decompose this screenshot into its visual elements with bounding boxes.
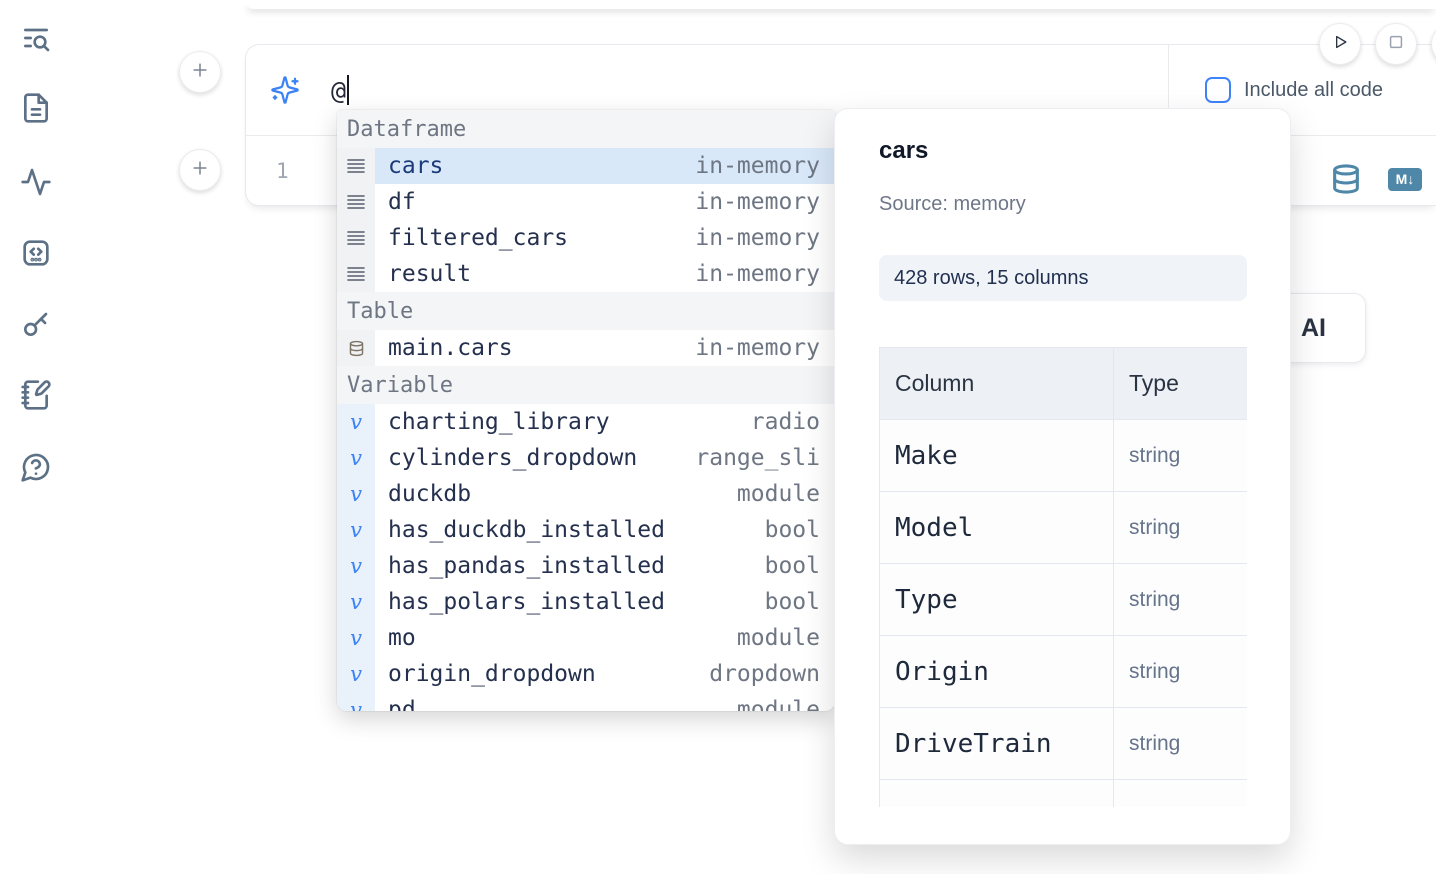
datasource-preview-popup: cars Source: memory 428 rows, 15 columns… xyxy=(834,108,1291,845)
list-search-icon[interactable] xyxy=(20,22,52,54)
plus-icon xyxy=(190,60,210,85)
variable-icon: v xyxy=(350,589,362,614)
schema-table: Column Type Make string Model string Typ… xyxy=(879,347,1247,807)
ai-prompt-input[interactable]: @ xyxy=(331,75,350,105)
type-header: Type xyxy=(1113,347,1247,420)
key-icon[interactable] xyxy=(20,308,52,340)
activity-icon[interactable] xyxy=(20,166,52,198)
variable-icon: v xyxy=(350,445,362,470)
section-header-table: Table xyxy=(337,292,835,330)
variable-icon: v xyxy=(350,553,362,578)
section-header-variable: Variable xyxy=(337,366,835,404)
table-row: Make string xyxy=(879,419,1247,492)
notebook-pen-icon[interactable] xyxy=(20,379,52,411)
variable-icon: v xyxy=(350,697,362,711)
cell-actions: M↓ xyxy=(1330,163,1422,195)
dataframe-icon xyxy=(347,230,365,246)
popup-summary-badge: 428 rows, 15 columns xyxy=(879,255,1247,301)
include-all-code-checkbox[interactable] xyxy=(1205,77,1231,103)
file-text-icon[interactable] xyxy=(20,92,52,124)
add-cell-above-button[interactable] xyxy=(179,51,221,93)
code-editor-row[interactable]: 1 M↓ xyxy=(246,137,1436,205)
run-cell-button[interactable] xyxy=(1319,23,1361,65)
stop-button[interactable] xyxy=(1375,23,1417,65)
stop-square-icon xyxy=(1386,32,1406,57)
table-row: DriveTrain string xyxy=(879,707,1247,780)
add-cell-below-button[interactable] xyxy=(179,149,221,191)
column-header: Column xyxy=(879,347,1114,420)
convert-to-markdown-icon[interactable]: M↓ xyxy=(1388,167,1422,191)
variable-icon: v xyxy=(350,409,362,434)
convert-to-sql-database-icon[interactable] xyxy=(1330,163,1362,195)
popup-source: Source: memory xyxy=(879,193,1026,215)
sparkles-icon xyxy=(270,75,300,105)
previous-cell-edge xyxy=(245,0,1436,9)
dataframe-icon xyxy=(347,266,365,282)
variable-icon: v xyxy=(350,661,362,686)
table-database-icon xyxy=(348,340,365,357)
include-all-code-label: Include all code xyxy=(1244,78,1383,101)
popup-title: cars xyxy=(879,137,929,164)
section-header-dataframe: Dataframe xyxy=(337,110,835,148)
table-row-partial xyxy=(879,779,1247,807)
table-row: Origin string xyxy=(879,635,1247,708)
variable-icon: v xyxy=(350,481,362,506)
plus-icon xyxy=(190,158,210,183)
text-caret xyxy=(347,75,350,105)
helper-sidebar xyxy=(0,0,72,874)
table-row: Model string xyxy=(879,491,1247,564)
table-row: Type string xyxy=(879,563,1247,636)
variable-icon: v xyxy=(350,625,362,650)
dataframe-icon xyxy=(347,158,365,174)
schema-table-wrap: Column Type Make string Model string Typ… xyxy=(879,347,1247,807)
include-all-code-option: Include all code xyxy=(1168,45,1436,135)
line-number: 1 xyxy=(276,159,289,183)
help-chat-icon[interactable] xyxy=(20,451,52,483)
variable-icon: v xyxy=(350,517,362,542)
dataframe-icon xyxy=(347,194,365,210)
play-icon xyxy=(1330,32,1350,57)
code-snippets-icon[interactable] xyxy=(20,237,52,269)
schema-header-row: Column Type xyxy=(879,347,1247,420)
ai-label: AI xyxy=(1300,313,1326,342)
